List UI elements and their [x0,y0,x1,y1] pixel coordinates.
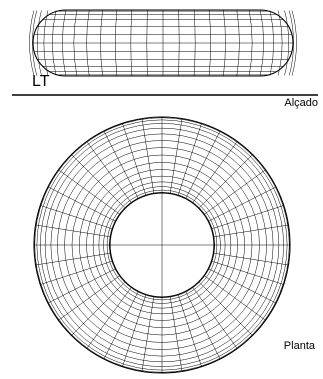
plan-radial-line [141,118,155,194]
elevation-meridian [146,10,148,76]
elevation-meridian [178,10,180,76]
plan-radial-line [192,141,238,204]
elevation-meridian [260,10,264,76]
plan-radial-line [185,291,221,360]
plan-radial-line [177,123,202,196]
plan-radial-line [71,154,126,209]
elevation-meridian [223,10,226,76]
plan-radial-line [58,275,121,321]
torus-plan-view [33,116,291,374]
elevation-meridian [43,10,49,76]
elevation-meridian [100,10,103,76]
elevation-meridian [37,10,42,76]
plan-radial-line [198,281,253,336]
plan-radial-line [211,205,284,230]
elevation-meridian [291,10,297,76]
elevation-meridian [288,10,294,76]
elevation-meridian [29,10,35,76]
plan-radial-line [103,291,139,360]
plan-radial-line [141,296,155,372]
elevation-meridian [208,10,211,76]
plan-radial-line [122,123,147,196]
plan-radial-line [208,268,277,304]
elevation-meridian [236,10,240,76]
plan-radial-line [40,260,113,285]
plan-radial-line [58,169,121,215]
plan-radial-line [35,252,111,266]
plan-radial-line [122,294,147,367]
elevation-meridian [277,10,283,76]
plan-radial-line [213,224,289,238]
elevation-meridian [269,10,274,76]
plan-radial-line [169,118,183,194]
elevation-meridian [284,10,289,76]
elevation-meridian [73,10,78,76]
elevation-meridian [115,10,118,76]
plan-radial-line [203,275,266,321]
plan-radial-line [47,268,116,304]
plan-radial-line [198,154,253,209]
plan-radial-line [169,296,183,372]
elevation-view-label: Alçado [284,97,318,109]
elevation-meridian [52,10,57,76]
plan-radial-line [47,186,116,222]
plan-radial-line [213,252,289,266]
plan-view-label: Planta [283,340,315,352]
elevation-meridian [130,10,133,76]
torus-elevation-view [29,9,297,77]
plan-radial-line [185,130,221,199]
plan-radial-line [103,130,139,199]
plan-radial-line [177,294,202,367]
plan-radial-line [192,286,238,349]
plan-radial-line [35,224,111,238]
plan-radial-line [86,141,132,204]
plan-radial-line [211,260,284,285]
plan-radial-line [40,205,113,230]
elevation-meridian [86,10,90,76]
plan-radial-line [203,169,266,215]
plan-radial-line [208,186,277,222]
plan-radial-line [71,281,126,336]
elevation-meridian [62,10,66,76]
elevation-meridian [32,10,38,76]
elevation-meridian [248,10,253,76]
ground-line-label: LT [32,73,50,90]
plan-radial-line [86,286,132,349]
elevation-meridian [193,10,196,76]
